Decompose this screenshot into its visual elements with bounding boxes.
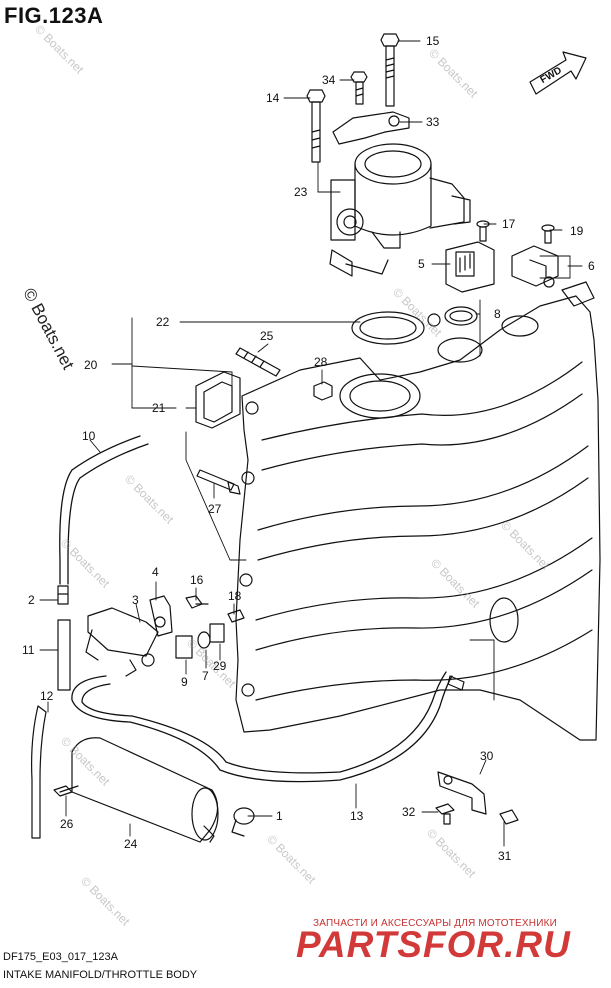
callout-26[interactable]: 26 <box>60 817 74 831</box>
brand-tagline: ЗАПЧАСТИ И АКСЕССУАРЫ ДЛЯ МОТОТЕХНИКИ <box>313 918 558 929</box>
hose-11 <box>57 619 71 691</box>
callout-30[interactable]: 30 <box>480 749 494 763</box>
callout-11[interactable]: 11 <box>22 643 35 657</box>
bolt-18 <box>227 609 245 623</box>
callout-8[interactable]: 8 <box>494 307 501 321</box>
bolt-15 <box>380 33 400 107</box>
callout-2[interactable]: 2 <box>28 593 35 607</box>
callout-13[interactable]: 13 <box>350 809 364 823</box>
callout-3[interactable]: 3 <box>132 593 139 607</box>
clip-31 <box>499 809 519 825</box>
callout-17[interactable]: 17 <box>502 217 516 231</box>
hose-12 <box>31 705 47 839</box>
callout-6[interactable]: 6 <box>588 259 595 273</box>
callout-34[interactable]: 34 <box>322 73 336 87</box>
gasket-21 <box>195 371 241 429</box>
callout-21[interactable]: 21 <box>152 401 166 415</box>
o-ring-8 <box>444 306 478 326</box>
diagram-caption: INTAKE MANIFOLD/THROTTLE BODY <box>3 969 198 981</box>
callout-27[interactable]: 27 <box>208 502 222 516</box>
figure-title: FIG.123A <box>4 3 104 28</box>
callout-19[interactable]: 19 <box>570 224 584 238</box>
bolt-34 <box>350 71 368 105</box>
screw-19 <box>541 224 555 244</box>
grommet-9 <box>175 635 193 659</box>
collar-29 <box>209 623 225 643</box>
bolt-26 <box>53 785 79 797</box>
diagram-code: DF175_E03_017_123A <box>3 951 118 963</box>
callout-16[interactable]: 16 <box>190 573 204 587</box>
sensor-5 <box>445 241 495 293</box>
sensor-6 <box>511 245 559 288</box>
callout-1[interactable]: 1 <box>276 809 283 823</box>
clip-1 <box>231 807 255 837</box>
callout-25[interactable]: 25 <box>260 329 274 343</box>
valve-3 <box>85 607 159 677</box>
callout-23[interactable]: 23 <box>294 185 308 199</box>
bolt-32 <box>435 803 455 825</box>
bolt-27 <box>196 469 241 495</box>
callout-22[interactable]: 22 <box>156 315 170 329</box>
filter-24 <box>71 737 219 843</box>
throttle-body-23 <box>329 143 471 277</box>
callout-31[interactable]: 31 <box>498 849 512 863</box>
callout-15[interactable]: 15 <box>426 34 440 48</box>
callout-5[interactable]: 5 <box>418 257 425 271</box>
callout-33[interactable]: 33 <box>426 115 440 129</box>
callout-18[interactable]: 18 <box>228 589 242 603</box>
stud-25 <box>235 347 281 377</box>
nut-28 <box>313 381 333 401</box>
bracket-30 <box>437 771 487 815</box>
callout-24[interactable]: 24 <box>124 837 138 851</box>
intake-manifold <box>235 281 601 741</box>
bolt-14 <box>306 89 326 163</box>
hose-13 <box>71 675 453 783</box>
callout-7[interactable]: 7 <box>202 669 209 683</box>
hose-10 <box>59 435 141 585</box>
forward-arrow-icon <box>529 51 587 95</box>
brand-logo: PARTSFOR.RU <box>296 924 571 965</box>
callout-9[interactable]: 9 <box>181 675 188 689</box>
callout-14[interactable]: 14 <box>266 91 280 105</box>
callout-10[interactable]: 10 <box>82 429 96 443</box>
callout-20[interactable]: 20 <box>84 358 98 372</box>
callout-12[interactable]: 12 <box>40 689 54 703</box>
leader-lines <box>39 40 583 847</box>
callout-4[interactable]: 4 <box>152 565 159 579</box>
screw-16 <box>185 595 209 609</box>
callout-28[interactable]: 28 <box>314 355 328 369</box>
fitting-2 <box>57 585 69 605</box>
callout-29[interactable]: 29 <box>213 659 227 673</box>
bracket-33 <box>332 111 410 145</box>
callout-32[interactable]: 32 <box>402 805 416 819</box>
bracket-4 <box>149 595 173 637</box>
gasket-22 <box>351 311 425 345</box>
